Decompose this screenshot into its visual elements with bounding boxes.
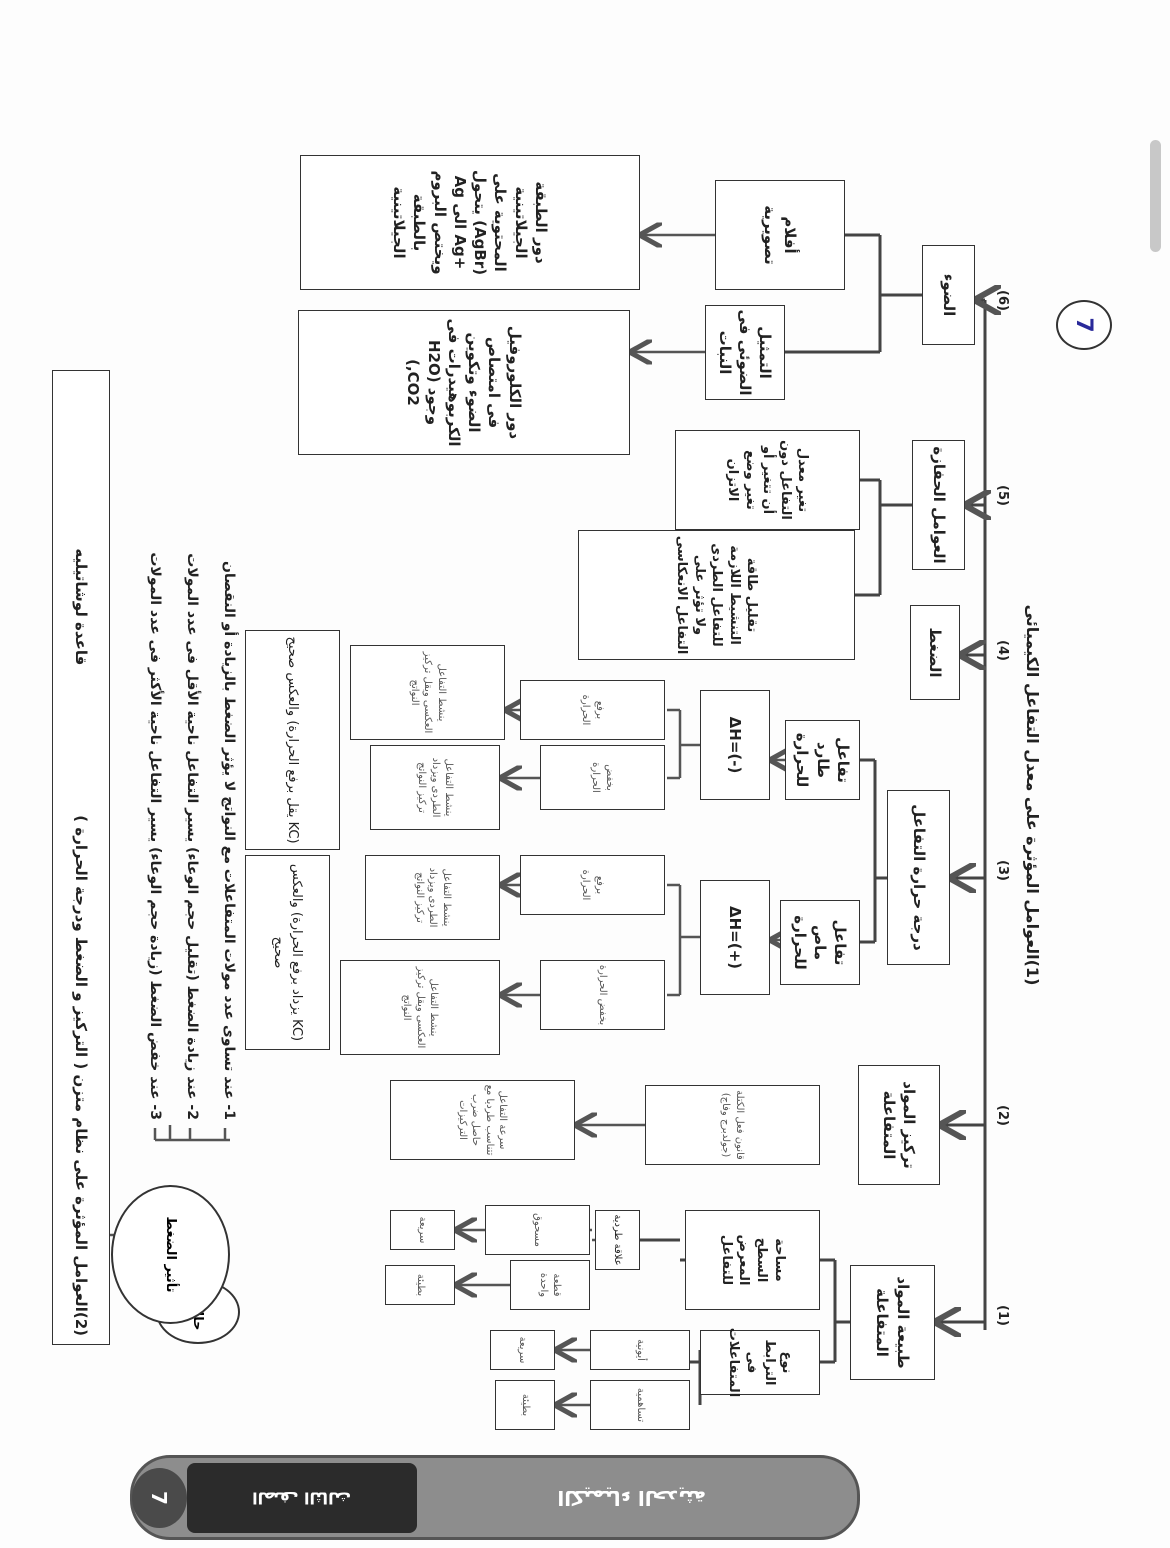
endo-delta-h: ΔH=(+) <box>700 880 770 995</box>
endo-lower-result: ينشط التفاعل العكسى ويقل تركيز النواتج <box>340 960 500 1055</box>
exo-raise-result: ينشط التفاعل العكسى ويقل تركيز النواتج <box>350 645 505 740</box>
bond-covalent-slow: بطيئة <box>495 1380 555 1430</box>
surface-slow: بطيئة <box>385 1265 455 1305</box>
equilibrium-factors-text: (2)العوامل المؤثرة على نظام متزن ( الترك… <box>72 815 91 1336</box>
pressure-case-1: 1- عند تساوى عدد مولات المتفاعلات مع الن… <box>221 561 237 1120</box>
factor-pressure: الضغط <box>910 605 960 700</box>
surface-fast: سريعة <box>390 1210 455 1250</box>
nature-surface-area: مساحة السطح المعرض للتفاعل <box>685 1210 820 1310</box>
light-photosynthesis-detail: دور الكلوروفيل فى امتصاص الضوء وتكوين ال… <box>298 310 630 455</box>
page-number-badge: 7 <box>1056 300 1112 350</box>
light-films: أفلام تصويرية <box>715 180 845 290</box>
factor-num-2: (2) <box>995 1105 1010 1126</box>
pressure-case-3: 3- عند خفض الضغط (زيادة حجم الوعاء) يسير… <box>147 552 163 1120</box>
exo-delta-h: ΔH=(-) <box>700 690 770 800</box>
scrollbar[interactable] <box>1150 140 1161 252</box>
surface-piece: قطعة واحدة <box>510 1260 590 1310</box>
light-films-detail: دور الطبقة الجيلاتينية المحتوية على (AgB… <box>300 155 640 290</box>
exo-lower-temp: بخفض الحرارة <box>540 745 665 810</box>
catalyst-item-2: تقليل طاقة التنشيط اللازمة للتفاعل الطرد… <box>578 530 855 660</box>
factor-num-6: (6) <box>995 290 1010 311</box>
temp-endothermic: تفاعل ماص للحرارة <box>780 900 860 985</box>
footer-page-number: 7 <box>132 1468 187 1528</box>
exo-raise-temp: برفع الحرارة <box>520 680 665 740</box>
le-chatelier-rule: قاعدة لوشاتيليه <box>72 548 91 666</box>
concentration-law: قانون فعل الكتلة (جولدبرج وفاج) <box>645 1085 820 1165</box>
factor-temperature: درجة حرارة التفاعل <box>887 790 950 965</box>
page-title: (1)العوامل المؤثرة على معدل التفاعل الكي… <box>1023 604 1042 986</box>
factor-light: الضوء <box>922 245 975 345</box>
nature-bond-type: نوع الترابط فى المتفاعلات <box>700 1328 820 1397</box>
bond-ionic-fast: سريعة <box>490 1330 555 1370</box>
pressure-effect-oval: تأثير الضغط <box>111 1185 230 1324</box>
bond-ionic: أيونية <box>590 1330 690 1370</box>
concentration-rate: سرعة التفاعل تتناسب طرديا مع حاصل ضرب ال… <box>390 1080 575 1160</box>
factor-num-1: (1) <box>995 1305 1010 1326</box>
exo-lower-result: ينشط التفاعل الطردى ويزداد تركيز النواتج <box>370 745 500 830</box>
equilibrium-factors-box: (2)العوامل المؤثرة على نظام متزن ( الترك… <box>52 370 110 1345</box>
catalyst-item-1: تغير معدل التفاعل دون أن تتغير أو تغير و… <box>675 430 860 530</box>
factor-num-3: (3) <box>995 860 1010 881</box>
surface-powder: مسحوق <box>485 1205 590 1255</box>
endo-kc-note: (KC يزداد برفع الحرارة) والعكس صحيح <box>245 855 330 1050</box>
endo-raise-temp: برفع الحرارة <box>520 855 665 915</box>
footer-label: الصف الثالث <box>187 1463 417 1533</box>
nature-direct-relation: علاقة طردية <box>595 1210 640 1270</box>
light-photosynthesis: التمثيل الضوئى فى النبات <box>705 305 785 400</box>
factor-num-5: (5) <box>995 485 1010 506</box>
pressure-case-2: 2- عند زيادة الضغط (تقليل حجم الوعاء) يس… <box>184 553 200 1120</box>
bond-covalent: تساهمية <box>590 1380 690 1430</box>
temp-exothermic: تفاعل طارد للحرارة <box>785 720 860 800</box>
footer-banner: الكيمياء الحديثة الصف الثالث 7 <box>130 1455 860 1540</box>
factor-concentration: تركيز المواد المتفاعلة <box>858 1065 940 1185</box>
factor-num-4: (4) <box>995 640 1010 661</box>
footer-banner-title: الكيمياء الحديثة <box>557 1486 707 1510</box>
factor-catalysts: العوامل الحفازة <box>912 440 965 570</box>
exo-kc-note: (KC يقل برفع الحرارة) والعكس صحيح <box>245 630 340 850</box>
factor-nature: طبيعة المواد المتفاعلة <box>850 1265 935 1380</box>
endo-lower-temp: بخفض الحرارة <box>540 960 665 1030</box>
endo-raise-result: ينشط التفاعل الطردى ويزداد تركيز النواتج <box>365 855 500 940</box>
